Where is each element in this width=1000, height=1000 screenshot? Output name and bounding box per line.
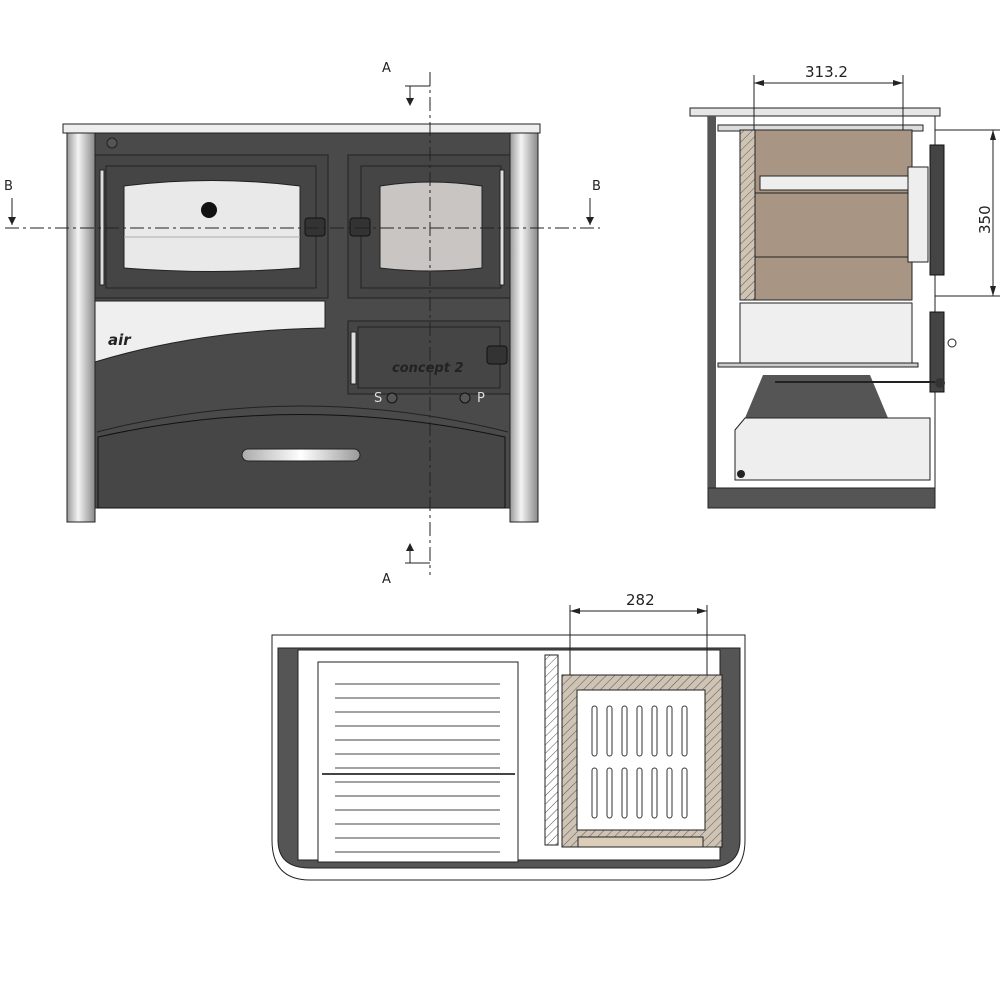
air-knob-p[interactable] <box>459 392 471 404</box>
section-a-bottom-label: A <box>382 572 391 587</box>
right-pillar <box>509 132 539 523</box>
left-pillar <box>66 132 96 523</box>
concept-logo: concept 2 <box>392 361 464 376</box>
section-a-top-label: A <box>382 61 391 76</box>
section-lines: A A B B <box>4 61 601 587</box>
top-knob <box>106 137 118 149</box>
knob-label-s: S <box>374 391 382 406</box>
top-view: 282 <box>271 591 746 881</box>
dim-282-label: 282 <box>626 591 655 609</box>
ash-pan <box>745 375 888 418</box>
ash-door <box>347 320 511 395</box>
top-plate <box>62 123 541 134</box>
side-view: 313.2 350 <box>689 63 1000 509</box>
side-drawer <box>734 417 931 481</box>
grate <box>717 362 919 368</box>
drawer-handle[interactable] <box>241 448 361 462</box>
decor-band <box>94 300 326 363</box>
dim-350-label: 350 <box>976 205 994 234</box>
knob-label-p: P <box>477 391 485 406</box>
oven-door-handle[interactable] <box>304 217 326 237</box>
air-knob-s[interactable] <box>386 392 398 404</box>
dim-313-label: 313.2 <box>805 63 848 81</box>
ash-door-handle[interactable] <box>486 345 508 365</box>
firebox-door-handle[interactable] <box>349 217 371 237</box>
oven-chamber <box>754 129 913 301</box>
air-logo: air <box>108 331 132 349</box>
front-view: air concept 2 S P <box>62 123 541 523</box>
door-profile <box>929 144 945 276</box>
oven-rack <box>759 175 913 191</box>
rack-slats <box>322 683 515 853</box>
oven-window <box>123 180 301 272</box>
section-b-left-label: B <box>4 179 13 194</box>
section-b-right-label: B <box>592 179 601 194</box>
firebox-window <box>379 181 483 272</box>
oven-rack-top <box>317 661 519 863</box>
grate-slots <box>591 705 688 819</box>
thermometer-icon <box>201 202 217 218</box>
